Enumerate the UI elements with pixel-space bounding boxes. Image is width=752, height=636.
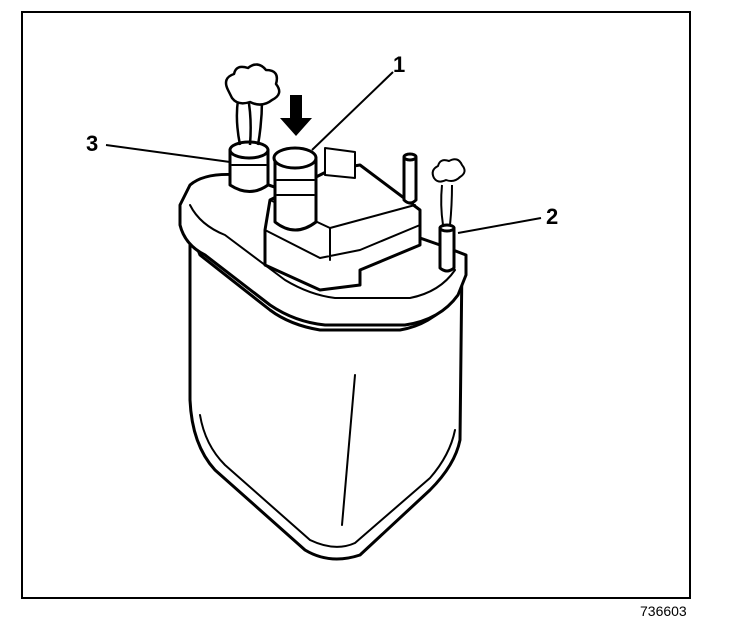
callout-3: 3 (86, 131, 99, 156)
down-arrow-icon (280, 95, 312, 136)
figure-border (21, 11, 691, 599)
figure-number: 736603 (640, 603, 687, 619)
air-flow-puff-icon (224, 63, 281, 146)
port-2-tank (438, 223, 456, 273)
leader-line-3 (105, 144, 231, 163)
port-1-vent (272, 146, 318, 232)
canister-post (402, 152, 418, 205)
port-3-purge (228, 140, 270, 193)
mounting-bracket (324, 147, 356, 179)
canister-lower-band (199, 414, 456, 548)
leader-line-2 (457, 217, 542, 234)
canister-body (188, 228, 464, 561)
callout-2: 2 (546, 204, 559, 229)
canister-seam (341, 374, 356, 526)
air-flow-puff-small-icon (431, 158, 466, 226)
callout-1: 1 (393, 52, 406, 77)
leader-line-1 (311, 71, 394, 151)
